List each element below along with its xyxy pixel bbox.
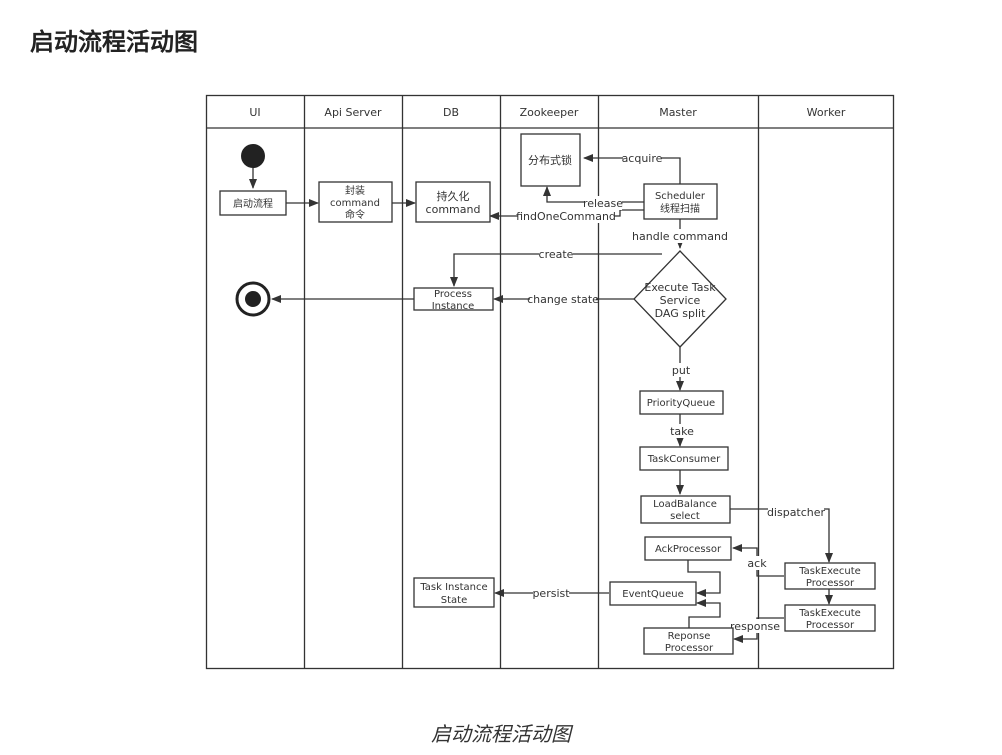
swimlane-frame: [205, 94, 895, 670]
node-persist-command-label-1: 持久化: [437, 189, 470, 203]
node-process-instance: [413, 287, 494, 311]
node-persist-command: [415, 181, 491, 223]
node-execute-label-1: Execute Task: [644, 281, 716, 294]
node-wrap-command-label-3: 命令: [345, 208, 365, 221]
node-execute-label-2: Service: [660, 294, 701, 307]
node-execute-label-3: DAG split: [655, 307, 706, 320]
edge-label-handle-command: handle command: [632, 230, 728, 243]
edge-responseprocessor-to-eventqueue: [688, 599, 721, 628]
node-wrap-command-label-1: 封装: [345, 184, 365, 197]
node-task-execute-2-label-2: Processor: [806, 620, 855, 631]
node-priority-queue: [639, 390, 724, 415]
node-load-balance: [640, 495, 731, 524]
node-load-balance-label-1: LoadBalance: [653, 499, 717, 510]
edge-label-response: response: [730, 620, 780, 633]
lane-header-worker: Worker: [807, 106, 846, 119]
node-task-execute-1-label-2: Processor: [806, 578, 855, 589]
node-response-processor-label-1: Reponse: [668, 631, 711, 642]
edge-create: [450, 253, 662, 287]
edge-ackprocessor-to-eventqueue: [687, 560, 721, 597]
node-response-processor-label-2: Processor: [665, 643, 714, 654]
edge-acquire: [583, 154, 681, 184]
lane-header-api-server: Api Server: [324, 106, 382, 119]
node-start-flow-label: 启动流程: [233, 197, 273, 210]
node-scheduler-label-2: 线程扫描: [660, 202, 700, 215]
node-task-instance-state: [413, 577, 495, 608]
end-node: [235, 281, 271, 317]
edge-label-acquire: acquire: [622, 152, 663, 165]
lane-header-db: DB: [443, 106, 459, 119]
lane-header-master: Master: [659, 106, 697, 119]
node-task-consumer: [639, 446, 729, 471]
node-ack-processor-label: AckProcessor: [655, 544, 722, 555]
node-persist-command-label-2: command: [426, 203, 481, 216]
node-priority-queue-label: PriorityQueue: [647, 398, 715, 409]
node-task-execute-1-label-1: TaskExecute: [798, 566, 861, 577]
node-ack-processor: [644, 536, 732, 561]
edge-label-dispatcher: dispatcher: [767, 506, 826, 519]
lane-header-ui: UI: [249, 106, 260, 119]
node-task-consumer-label: TaskConsumer: [647, 454, 721, 465]
start-node: [241, 144, 265, 168]
edge-label-change-state: change state: [527, 293, 599, 306]
node-wrap-command-label-2: command: [330, 198, 380, 209]
node-task-instance-state-label-2: State: [441, 595, 467, 606]
node-task-execute-processor-2: [784, 604, 876, 632]
figure-caption: 启动流程活动图: [431, 722, 571, 746]
node-task-instance-state-label-1: Task Instance: [419, 582, 487, 593]
edge-dispatcher: [730, 508, 833, 563]
node-scheduler-label-1: Scheduler: [655, 191, 706, 202]
node-wrap-command: [318, 181, 393, 223]
node-distributed-lock: [520, 133, 581, 187]
edge-label-release: release: [583, 197, 623, 210]
node-response-processor: [643, 627, 734, 655]
page-title: 启动流程活动图: [30, 28, 198, 56]
node-start-flow: [219, 190, 287, 216]
edge-label-create: create: [539, 248, 574, 261]
node-load-balance-label-2: select: [670, 511, 700, 522]
node-process-instance-label-2: Instance: [432, 301, 475, 312]
lane-header-zookeeper: Zookeeper: [520, 106, 579, 119]
node-process-instance-label-1: Process: [434, 289, 472, 300]
node-event-queue: [609, 581, 697, 606]
edge-label-take: take: [670, 425, 694, 438]
node-execute-task-service: [633, 250, 727, 348]
node-distributed-lock-label: 分布式锁: [528, 153, 572, 167]
node-task-execute-2-label-1: TaskExecute: [798, 608, 861, 619]
node-event-queue-label: EventQueue: [622, 589, 684, 600]
edge-label-find-one-command: findOneCommand: [516, 210, 616, 223]
node-scheduler: [643, 183, 718, 220]
node-task-execute-processor-1: [784, 562, 876, 590]
edge-label-put: put: [672, 364, 691, 377]
edge-label-ack: ack: [747, 557, 767, 570]
edge-label-persist: persist: [532, 587, 570, 600]
